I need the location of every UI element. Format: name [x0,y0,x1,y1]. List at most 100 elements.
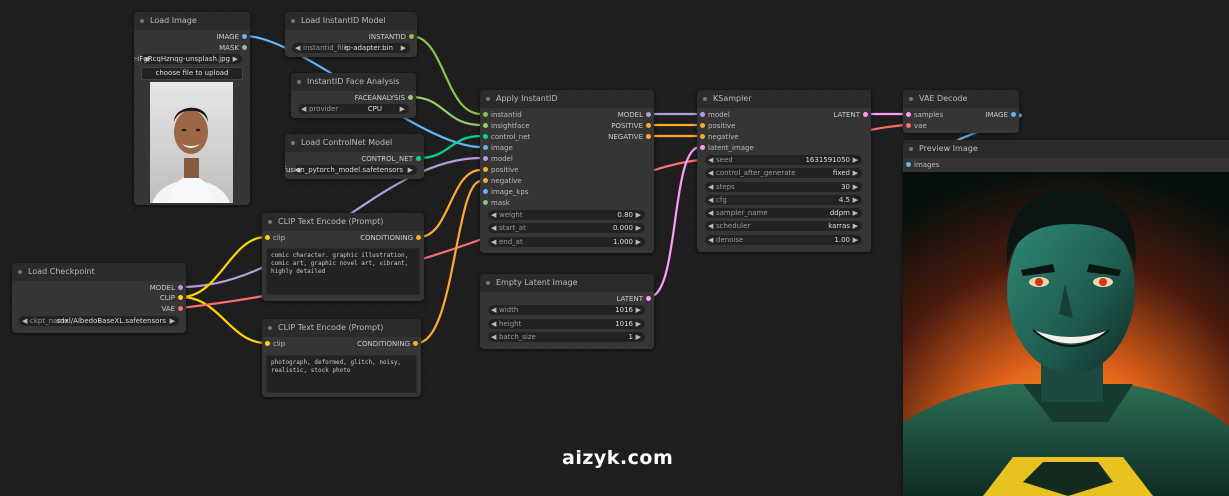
input-positive[interactable]: positive [480,165,518,175]
input-positive[interactable]: positive [697,121,735,131]
arrow-right-icon[interactable]: ▶ [852,196,858,204]
arrow-left-icon[interactable]: ◀ [491,306,497,314]
input-instantid[interactable]: instantid [480,110,522,120]
arrow-left-icon[interactable]: ◀ [295,166,301,174]
input-vae[interactable]: vae [903,121,927,131]
output-conditioning[interactable]: CONDITIONING [357,339,421,349]
port-dot[interactable] [483,112,488,117]
upload-button[interactable]: choose file to upload [141,67,243,80]
arrow-left-icon[interactable]: ◀ [708,236,714,244]
port-dot[interactable] [906,123,911,128]
port-dot[interactable] [483,123,488,128]
arrow-right-icon[interactable]: ▶ [169,317,175,325]
port-dot[interactable] [646,123,651,128]
output-latent[interactable]: LATENT [616,294,654,304]
arrow-right-icon[interactable]: ▶ [635,224,641,232]
output-negative[interactable]: NEGATIVE [608,132,654,142]
input-clip[interactable]: clip [262,233,285,243]
input-samples[interactable]: samples [903,110,943,120]
arrow-right-icon[interactable]: ▶ [635,211,641,219]
node-apply-instantid[interactable]: Apply InstantID instantid insightface co… [480,90,654,253]
arrow-left-icon[interactable]: ◀ [144,55,150,63]
port-dot[interactable] [178,295,183,300]
output-mask[interactable]: MASK [219,43,250,53]
port-dot[interactable] [242,34,247,39]
arrow-left-icon[interactable]: ◀ [491,238,497,246]
input-model[interactable]: model [697,110,730,120]
port-dot[interactable] [483,156,488,161]
port-dot[interactable] [178,285,183,290]
input-control-net[interactable]: control_net [480,132,530,142]
port-dot[interactable] [483,145,488,150]
node-vae-decode[interactable]: VAE Decode samples vae IMAGE [903,90,1019,133]
output-model[interactable]: MODEL [618,110,654,120]
arrow-left-icon[interactable]: ◀ [491,320,497,328]
port-dot[interactable] [906,162,911,167]
node-load-checkpoint[interactable]: Load Checkpoint MODEL CLIP VAE ◀ ckpt_na… [12,263,186,333]
arrow-left-icon[interactable]: ◀ [491,224,497,232]
arrow-left-icon[interactable]: ◀ [708,196,714,204]
arrow-right-icon[interactable]: ▶ [852,183,858,191]
port-dot[interactable] [413,341,418,346]
port-dot[interactable] [700,134,705,139]
output-positive[interactable]: POSITIVE [611,121,654,131]
output-image[interactable]: IMAGE [985,110,1019,120]
port-dot[interactable] [700,145,705,150]
output-vae[interactable]: VAE [161,304,186,314]
output-image[interactable]: IMAGE [216,32,250,42]
port-dot[interactable] [483,134,488,139]
input-latent-image[interactable]: latent_image [697,143,754,153]
arrow-left-icon[interactable]: ◀ [708,209,714,217]
node-load-controlnet[interactable]: Load ControlNet Model CONTROL_NET ◀ inst… [285,134,424,179]
input-image[interactable]: image [480,143,513,153]
arrow-left-icon[interactable]: ◀ [708,183,714,191]
port-dot[interactable] [646,296,651,301]
arrow-left-icon[interactable]: ◀ [708,222,714,230]
controlnet-name-select[interactable]: ◀ instantid/diffusion_pytorch_model.safe… [285,165,417,175]
input-image-kps[interactable]: image_kps [480,187,528,197]
node-load-image[interactable]: Load Image IMAGE MASK ◀ joseph-gonzalez-… [134,12,250,205]
port-dot[interactable] [646,112,651,117]
arrow-left-icon[interactable]: ◀ [491,211,497,219]
arrow-right-icon[interactable]: ▶ [852,156,858,164]
provider-select[interactable]: ◀ provider CPU ▶ [298,104,409,114]
port-dot[interactable] [265,341,270,346]
output-clip[interactable]: CLIP [160,293,186,303]
arrow-left-icon[interactable]: ◀ [301,105,307,113]
input-clip[interactable]: clip [262,339,285,349]
arrow-right-icon[interactable]: ▶ [852,209,858,217]
input-negative[interactable]: negative [697,132,739,142]
port-dot[interactable] [178,306,183,311]
port-dot[interactable] [265,235,270,240]
node-clip-text-positive[interactable]: CLIP Text Encode (Prompt) clip CONDITION… [262,213,424,301]
negative-prompt-textarea[interactable]: photograph, deformed, glitch, noisy, rea… [266,355,417,393]
instantid-file-select[interactable]: ◀ instantid_file ip-adapter.bin ▶ [292,43,410,53]
positive-prompt-textarea[interactable]: comic character. graphic illustration, c… [266,248,420,295]
port-dot[interactable] [906,112,911,117]
image-select[interactable]: ◀ joseph-gonzalez-iFgRcqHznqg-unsplash.j… [134,54,242,64]
port-dot[interactable] [700,112,705,117]
arrow-right-icon[interactable]: ▶ [852,236,858,244]
input-negative[interactable]: negative [480,176,522,186]
arrow-right-icon[interactable]: ▶ [407,166,413,174]
port-dot[interactable] [483,189,488,194]
node-face-analysis[interactable]: InstantID Face Analysis FACEANALYSIS ◀ p… [291,73,416,118]
node-load-instantid-model[interactable]: Load InstantID Model INSTANTID ◀ instant… [285,12,417,57]
output-instantid[interactable]: INSTANTID [369,32,417,42]
arrow-left-icon[interactable]: ◀ [491,333,497,341]
arrow-right-icon[interactable]: ▶ [635,333,641,341]
port-dot[interactable] [242,45,247,50]
output-faceanalysis[interactable]: FACEANALYSIS [355,93,416,103]
port-dot[interactable] [416,156,421,161]
output-model[interactable]: MODEL [150,283,186,293]
input-insightface[interactable]: insightface [480,121,530,131]
